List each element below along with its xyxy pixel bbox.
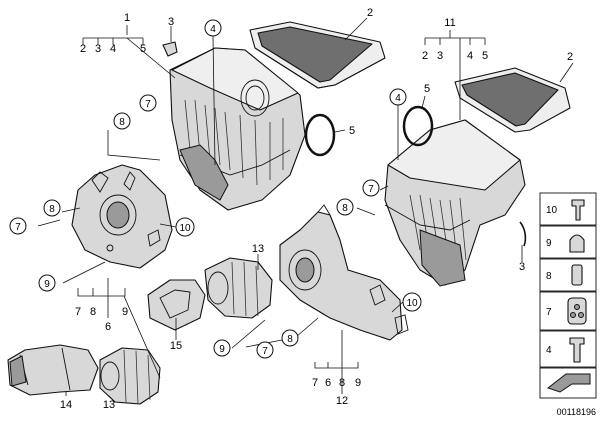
intake-duct-left[interactable] (71, 164, 173, 269)
svg-text:7: 7 (368, 184, 374, 195)
seal-ring-left[interactable] (304, 113, 336, 157)
circled-callout-10-b: 10 (402, 292, 422, 312)
legend-row-4[interactable]: 4 (539, 330, 597, 368)
callout-13-upper: 13 (252, 243, 264, 255)
svg-text:9: 9 (219, 344, 225, 355)
callout-3-right: 3 (519, 261, 525, 273)
callout-numbers: 1 2 3 4 5 3 2 5 11 2 3 4 5 2 5 3 7 8 9 6… (60, 7, 573, 411)
svg-text:8: 8 (119, 117, 125, 128)
parts-legend: 10 9 8 7 4 (539, 192, 597, 399)
callout-11-sub-c: 4 (467, 50, 473, 62)
callout-12-sub-d: 9 (355, 377, 361, 389)
air-filter-element-left[interactable] (249, 21, 386, 89)
svg-text:9: 9 (44, 279, 50, 290)
legend-row-8[interactable]: 8 (539, 258, 597, 292)
seal-ring-right[interactable] (402, 105, 434, 147)
callout-6-sub-a: 7 (75, 306, 81, 318)
air-filter-element-right[interactable] (454, 67, 571, 133)
callout-6-sub-c: 9 (122, 306, 128, 318)
callout-6-sub-b: 8 (90, 306, 96, 318)
callout-5-right: 5 (424, 83, 430, 95)
callout-11: 11 (444, 17, 455, 29)
diagram-id: 00118196 (557, 407, 596, 417)
svg-text:10: 10 (546, 205, 558, 216)
callout-13-lower: 13 (103, 399, 115, 411)
callout-11-sub-b: 3 (437, 50, 443, 62)
circled-callout-8-a: 8 (113, 112, 131, 130)
circled-callout-7-c: 7 (362, 179, 380, 197)
svg-text:7: 7 (145, 99, 151, 110)
svg-text:7: 7 (262, 346, 268, 357)
callout-1-sub-d: 5 (140, 43, 146, 55)
circled-callout-10-a: 10 (175, 217, 195, 237)
callout-11-sub-a: 2 (422, 50, 428, 62)
callout-11-sub-d: 5 (482, 50, 488, 62)
circled-callout-8-d: 8 (281, 329, 299, 347)
circled-callouts: 4 7 8 8 7 10 9 4 7 8 10 8 7 9 (9, 19, 422, 359)
callout-12: 12 (336, 395, 348, 407)
callout-6-left: 6 (105, 321, 111, 333)
svg-text:9: 9 (546, 238, 552, 249)
resonator-hose-13-lower[interactable] (99, 347, 161, 405)
circled-callout-7-b: 7 (9, 217, 27, 235)
callout-1: 1 (124, 12, 130, 24)
svg-text:4: 4 (210, 24, 216, 35)
circled-callout-4-right: 4 (389, 88, 407, 106)
svg-text:7: 7 (546, 307, 552, 318)
legend-row-10[interactable]: 10 (539, 192, 597, 226)
clip-right[interactable] (519, 221, 527, 247)
callout-12-sub-a: 7 (312, 377, 318, 389)
svg-text:4: 4 (546, 345, 552, 356)
circled-callout-7-a: 7 (139, 94, 157, 112)
callout-3-top: 3 (168, 16, 174, 28)
circled-callout-4-left: 4 (204, 19, 222, 37)
callout-5-left: 5 (349, 125, 355, 137)
air-filter-housing-right[interactable] (384, 119, 526, 287)
svg-text:10: 10 (406, 298, 418, 309)
circled-callout-7-d: 7 (256, 341, 274, 359)
air-intake-14[interactable] (7, 344, 99, 396)
legend-row-9[interactable]: 9 (539, 225, 597, 259)
callout-1-sub-a: 2 (80, 43, 86, 55)
intake-duct-right[interactable] (279, 204, 409, 341)
air-duct-15[interactable] (147, 279, 206, 331)
svg-text:4: 4 (395, 93, 401, 104)
air-filter-housing-left[interactable] (169, 47, 306, 211)
circled-callout-9-b: 9 (213, 339, 231, 357)
callout-2-left: 2 (367, 7, 373, 19)
circled-callout-9-a: 9 (38, 274, 56, 292)
svg-text:10: 10 (179, 223, 191, 234)
svg-text:8: 8 (49, 204, 55, 215)
svg-text:8: 8 (546, 271, 552, 282)
callout-2-right: 2 (567, 51, 573, 63)
svg-text:8: 8 (342, 203, 348, 214)
svg-text:7: 7 (15, 222, 21, 233)
clip-top[interactable] (162, 41, 178, 57)
callout-1-sub-b: 3 (95, 43, 101, 55)
callout-12-sub-b: 6 (325, 377, 331, 389)
callout-15: 15 (170, 340, 182, 352)
callout-1-sub-c: 4 (110, 43, 116, 55)
svg-text:8: 8 (287, 334, 293, 345)
callout-12-sub-c: 8 (339, 377, 345, 389)
callout-14: 14 (60, 399, 72, 411)
legend-row-arrow[interactable] (539, 367, 597, 399)
circled-callout-8-c: 8 (336, 198, 354, 216)
circled-callout-8-b: 8 (43, 199, 61, 217)
resonator-hose-13-upper[interactable] (204, 257, 273, 319)
legend-row-7[interactable]: 7 (539, 291, 597, 331)
